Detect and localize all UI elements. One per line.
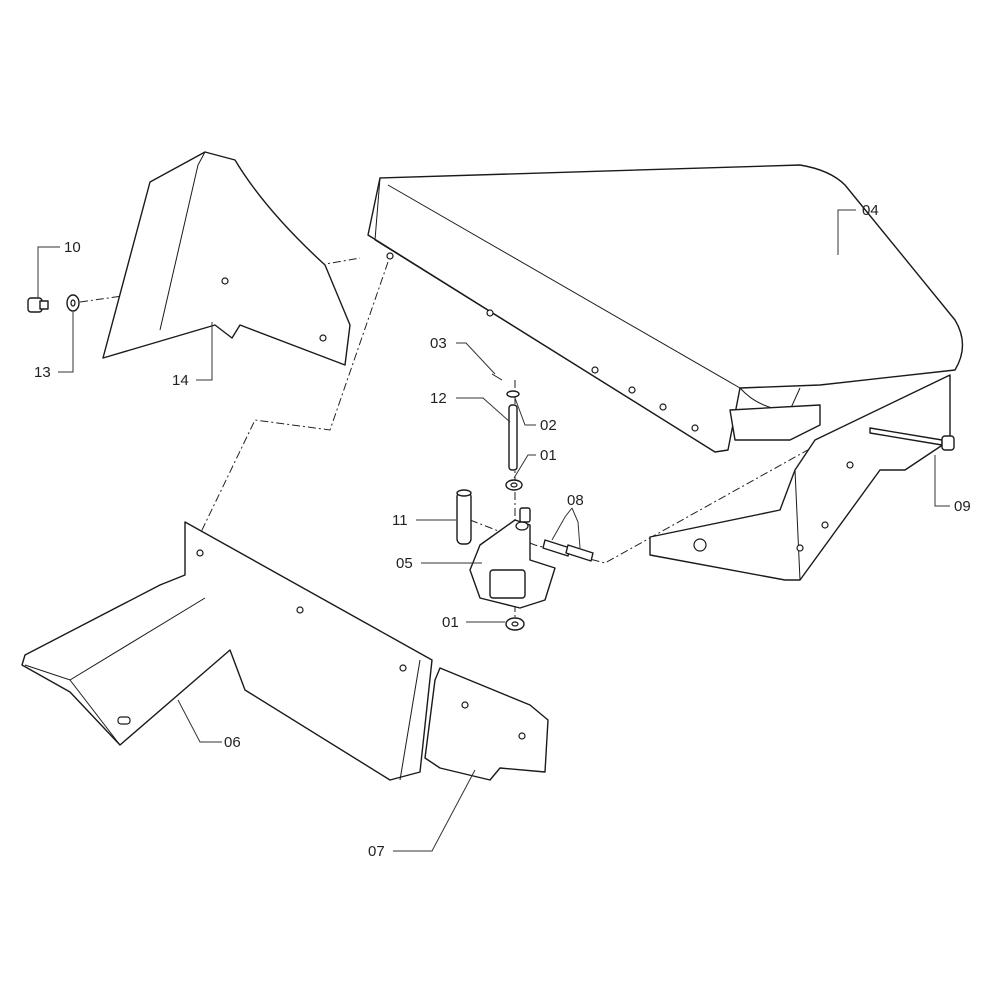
callout-13: 13 [34, 364, 51, 381]
callout-08: 08 [567, 492, 584, 509]
callout-01-top: 01 [540, 447, 557, 464]
callout-10: 10 [64, 239, 81, 256]
callout-12: 12 [430, 390, 447, 407]
part-11-bushing [456, 489, 472, 545]
part-01-spacer-top [505, 479, 523, 491]
callout-06: 06 [224, 734, 241, 751]
callout-01-bottom: 01 [442, 614, 459, 631]
callout-07: 07 [368, 843, 385, 860]
callout-09: 09 [954, 498, 971, 515]
part-12-pin [508, 404, 518, 471]
part-09-bolt [869, 427, 955, 451]
callout-03: 03 [430, 335, 447, 352]
part-10-bolt [27, 297, 49, 313]
callout-11: 11 [392, 512, 408, 529]
callout-04: 04 [862, 202, 879, 219]
part-14-side-cover [102, 151, 351, 366]
part-04-seat [367, 164, 964, 453]
seat-bracket [649, 374, 951, 581]
callout-02: 02 [540, 417, 557, 434]
part-08-springs [542, 539, 594, 562]
callout-14: 14 [172, 372, 189, 389]
part-02-washer [506, 390, 520, 398]
part-06-lower-cover [21, 521, 433, 781]
part-05-latch [469, 507, 556, 609]
part-07-bracket [424, 667, 549, 781]
part-01-spacer-bottom [505, 617, 525, 631]
part-13-washer [66, 294, 80, 312]
leader-lines [37, 209, 950, 852]
part-03-clip [491, 373, 503, 381]
callout-05: 05 [396, 555, 413, 572]
